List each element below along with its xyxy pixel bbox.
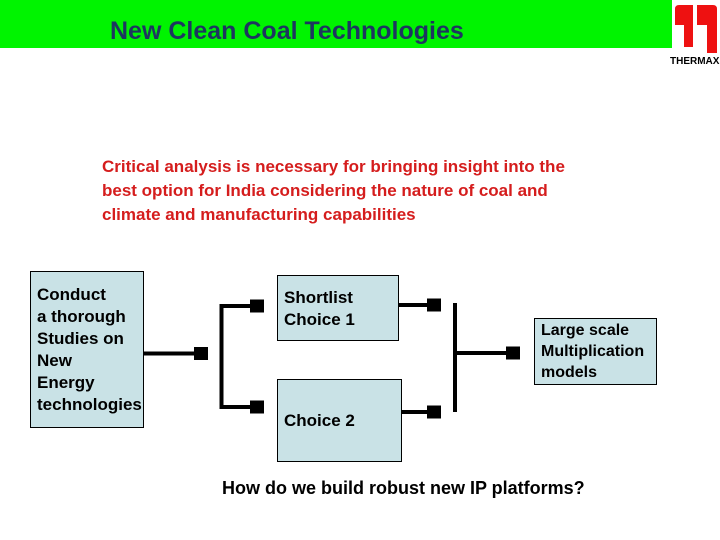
shortlist-line-2: Choice 1 <box>284 310 355 329</box>
thermax-wordmark: THERMAX <box>670 56 720 67</box>
intro-paragraph: Critical analysis is necessary for bring… <box>102 155 607 227</box>
intro-line-3: climate and manufacturing capabilities <box>102 205 416 224</box>
intro-line-2: best option for India considering the na… <box>102 181 548 200</box>
conduct-line-1: Conduct <box>37 285 106 304</box>
conduct-line-4: New <box>37 351 72 370</box>
conduct-line-2: a thorough <box>37 307 126 326</box>
intro-line-1: Critical analysis is necessary for bring… <box>102 157 565 176</box>
flow-box-large-scale-multiplication: Large scale Multiplication models <box>534 318 657 385</box>
conduct-line-3: Studies on <box>37 329 124 348</box>
conduct-line-6: technologies <box>37 395 142 414</box>
choice2-label: Choice 2 <box>284 410 355 430</box>
flow-box-conduct-studies: Conduct a thorough Studies on New Energy… <box>30 271 144 428</box>
largescale-line-1: Large scale <box>541 322 630 339</box>
header-bar <box>0 0 672 48</box>
conduct-line-5: Energy <box>37 373 95 392</box>
flow-box-shortlist-choice1: Shortlist Choice 1 <box>277 275 399 341</box>
flow-box-choice2: Choice 2 <box>277 379 402 462</box>
footer-question: How do we build robust new IP platforms? <box>222 478 585 498</box>
shortlist-line-1: Shortlist <box>284 288 353 307</box>
slide-title: New Clean Coal Technologies <box>110 17 464 45</box>
thermax-logo-icon <box>675 5 717 53</box>
largescale-line-2: Multiplication <box>541 343 645 360</box>
largescale-line-3: models <box>541 364 598 381</box>
